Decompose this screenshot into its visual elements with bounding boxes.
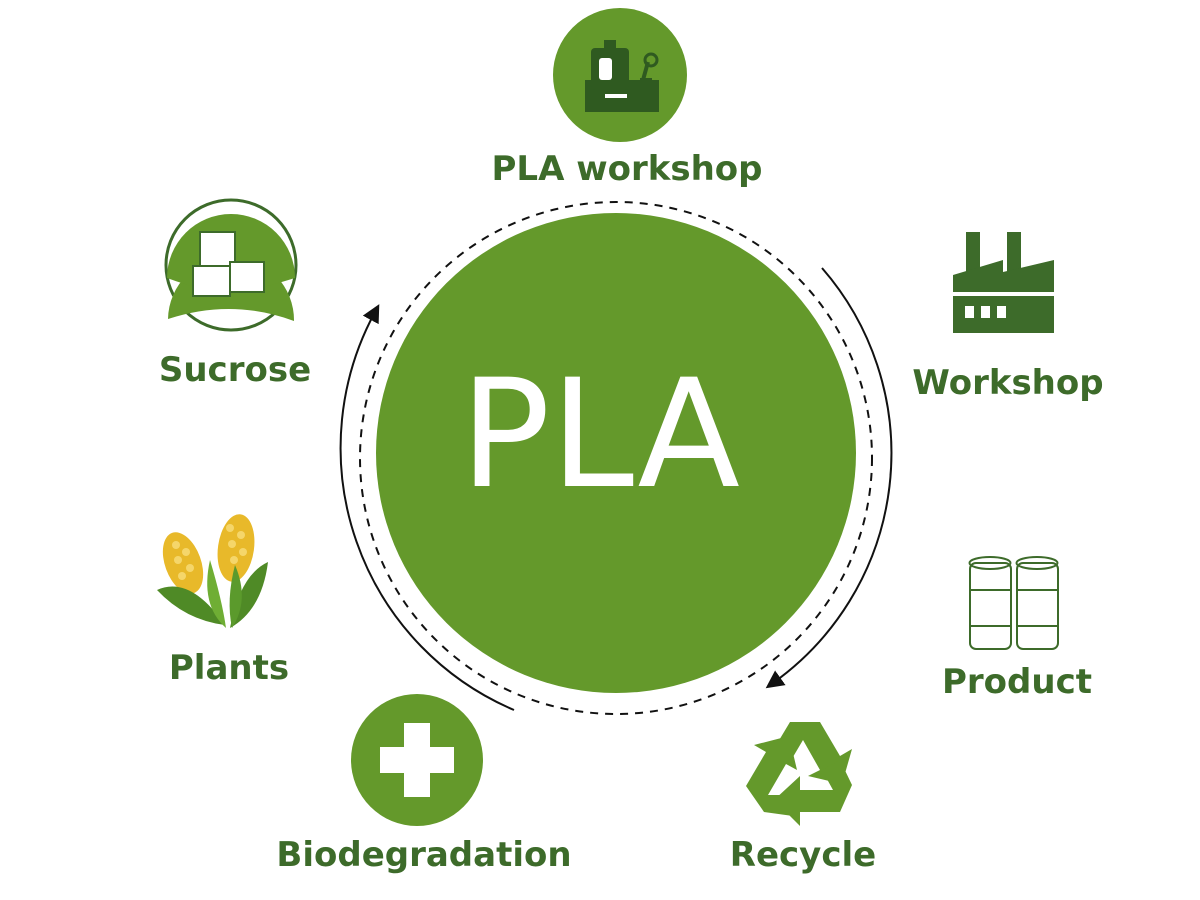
rolls-icon (968, 556, 1059, 650)
sugar-cubes-icon (164, 198, 298, 332)
plus-icon (351, 694, 483, 826)
center-label: PLA (459, 348, 741, 522)
recycle-label: Recycle (729, 835, 877, 875)
factory-icon (953, 232, 1054, 333)
sucrose-label: Sucrose (158, 350, 312, 390)
center-circle (376, 213, 856, 693)
workshop-label: Workshop (912, 363, 1104, 403)
machine-icon (553, 8, 687, 142)
product-label: Product (942, 662, 1092, 702)
pla-workshop-label: PLA workshop (491, 149, 763, 189)
plants-label: Plants (168, 648, 290, 688)
flow-arrow-left (339, 304, 515, 711)
flow-arrow-right (765, 267, 893, 689)
dashed-ring (359, 201, 873, 715)
corn-icon (157, 514, 268, 628)
recycle-icon (746, 722, 852, 826)
biodegradation-label: Biodegradation (276, 835, 572, 875)
